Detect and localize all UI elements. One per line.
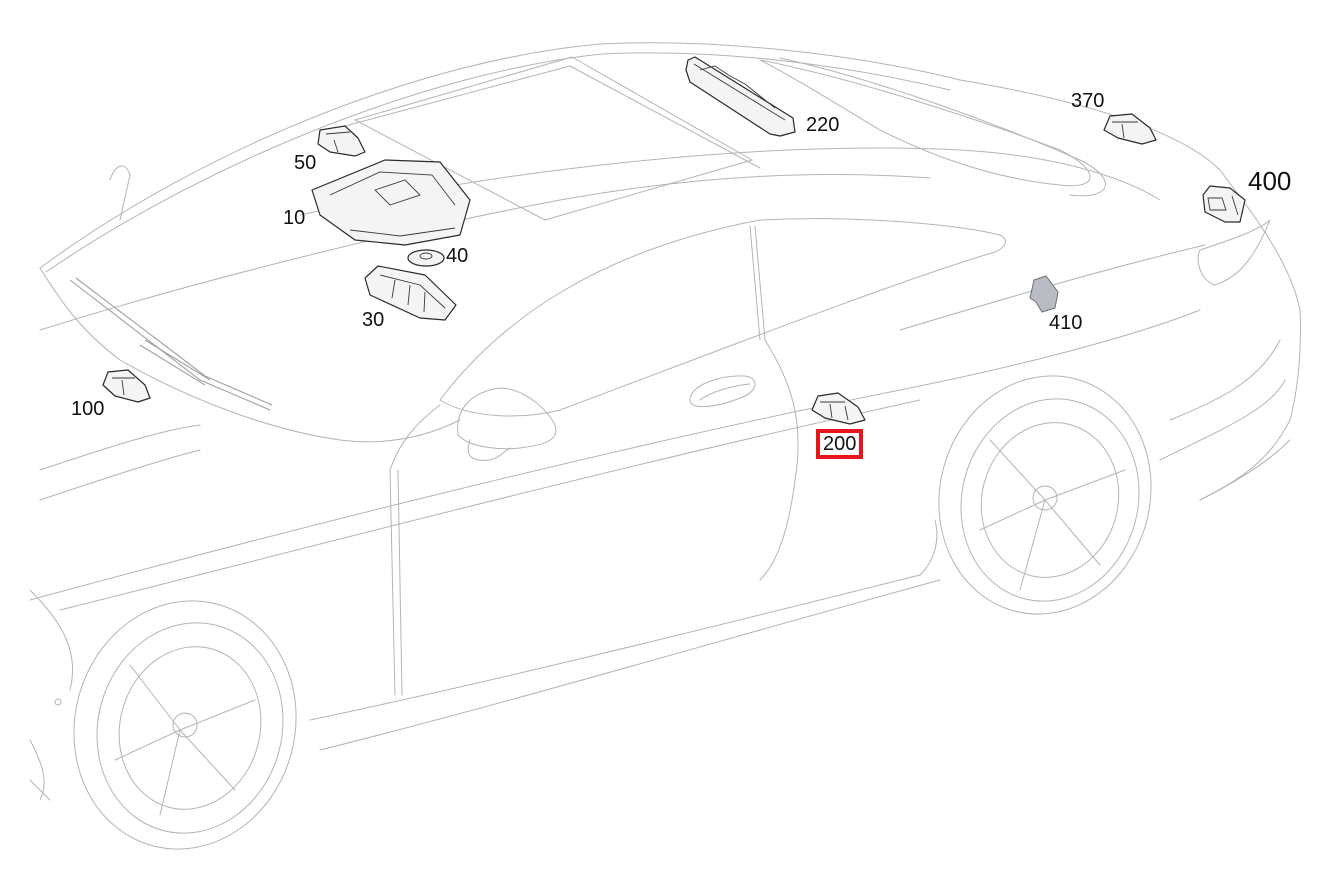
car-body-outline bbox=[29, 42, 1302, 801]
callout-400[interactable]: 400 bbox=[1248, 166, 1292, 196]
side-mirror bbox=[457, 387, 557, 461]
part-200-icon bbox=[811, 392, 866, 425]
callout-370[interactable]: 370 bbox=[1071, 90, 1105, 112]
rear-wheel bbox=[938, 375, 1152, 615]
callout-30[interactable]: 30 bbox=[362, 309, 385, 331]
part-400-icon bbox=[1202, 185, 1246, 223]
door-handle bbox=[689, 375, 756, 407]
part-410-icon bbox=[1029, 275, 1059, 313]
part-40-icon bbox=[407, 249, 445, 267]
part-30-icon bbox=[364, 265, 457, 321]
callout-220[interactable]: 220 bbox=[806, 114, 840, 136]
part-10-icon bbox=[311, 159, 471, 246]
callout-200-highlighted[interactable]: 200 bbox=[816, 429, 864, 459]
callout-50[interactable]: 50 bbox=[294, 152, 317, 174]
callout-10[interactable]: 10 bbox=[283, 207, 306, 229]
wiper-arms bbox=[69, 277, 273, 411]
callout-410[interactable]: 410 bbox=[1049, 312, 1083, 334]
part-220-icon bbox=[685, 56, 796, 137]
callout-100[interactable]: 100 bbox=[71, 398, 105, 420]
front-wheel bbox=[73, 600, 297, 850]
part-50-icon bbox=[317, 125, 366, 157]
part-100-icon bbox=[102, 369, 151, 403]
callout-40[interactable]: 40 bbox=[446, 245, 469, 267]
part-370-icon bbox=[1103, 113, 1157, 145]
